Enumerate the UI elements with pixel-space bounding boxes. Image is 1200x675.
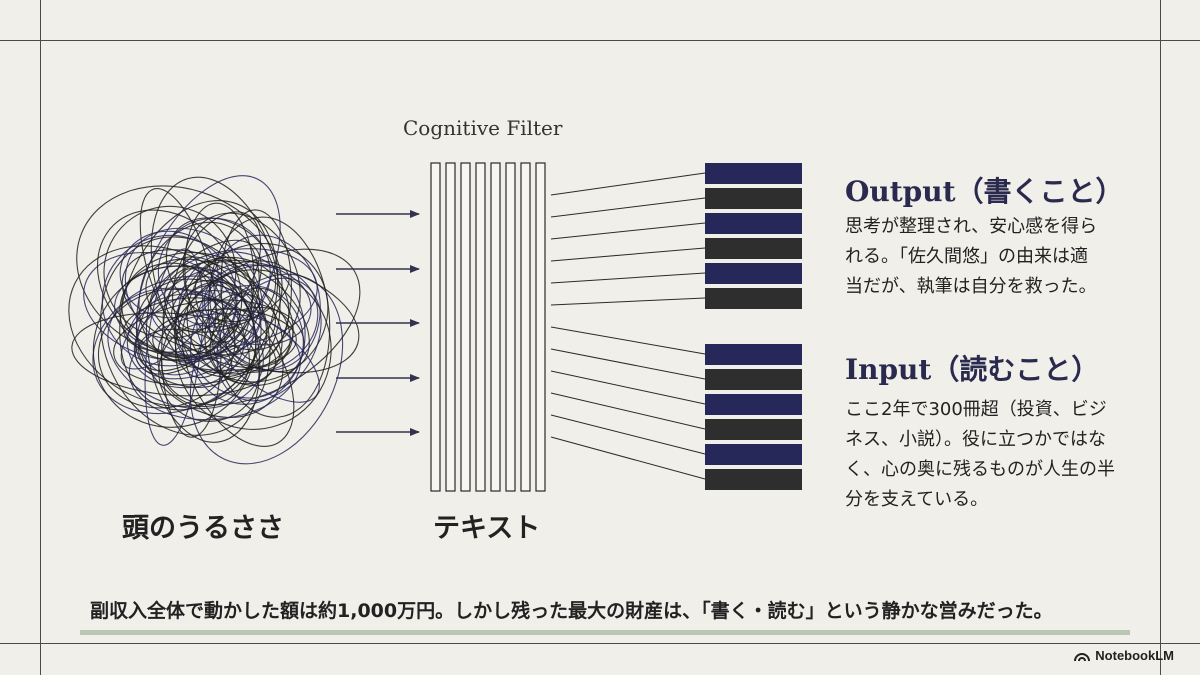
fan-line: [550, 272, 706, 284]
fan-line: [550, 392, 706, 430]
filter-bar: [520, 162, 531, 492]
input-block: [705, 369, 802, 390]
fan-line: [550, 197, 706, 218]
frame-line-right: [1160, 0, 1161, 675]
scribble-loop: [92, 265, 257, 428]
caption: 副収入全体で動かした額は約1,000万円。しかし残った最大の財産は、「書く・読む…: [90, 600, 1053, 622]
input-arrows: [336, 210, 420, 436]
input-block: [705, 394, 802, 415]
scribble-loop: [96, 209, 243, 356]
output-line: れる。「佐久間悠」の由来は適: [845, 246, 1088, 267]
scribble-loop: [181, 298, 295, 447]
tangled-thoughts-scribble: [68, 175, 361, 465]
input-blocks: [705, 344, 802, 490]
scribble-loop: [174, 269, 332, 430]
input-line: ネス、小説）。役に立つかではな: [845, 429, 1106, 450]
output-blocks: [705, 163, 802, 309]
output-line: 当だが、執筆は自分を救った。: [845, 276, 1097, 297]
output-line: 思考が整理され、安心感を得ら: [845, 216, 1098, 237]
input-line: 分を支えている。: [845, 489, 989, 510]
scribble-loop: [157, 309, 250, 408]
scribble-loop: [203, 264, 312, 346]
frame-line-top: [0, 40, 1200, 41]
scribble-loop: [189, 273, 344, 465]
output-heading: Output（書くこと）: [845, 175, 1124, 208]
caption-underline: [80, 630, 1130, 635]
scribble-loop: [133, 290, 255, 380]
output-block: [705, 238, 802, 259]
frame-line-bottom: [0, 643, 1200, 644]
scribble-loop: [160, 248, 361, 406]
fan-line: [550, 414, 706, 455]
output-block: [705, 188, 802, 209]
filter-bar: [430, 162, 441, 492]
input-line: ここ2年で300冊超（投資、ビジ: [845, 399, 1107, 420]
fan-line: [550, 326, 706, 355]
scribble-loop: [139, 187, 217, 347]
fan-line: [550, 370, 706, 405]
input-block: [705, 344, 802, 365]
scribble-loop: [152, 308, 297, 371]
scribble-loop: [97, 288, 236, 409]
middle-label: テキスト: [433, 513, 541, 544]
fan-line: [550, 436, 706, 480]
output-block: [705, 288, 802, 309]
filter-output-lines: [550, 172, 706, 480]
scribble-loop: [101, 234, 238, 367]
notebooklm-logo: NotebookLM: [1074, 648, 1174, 663]
scribble-loop: [128, 313, 301, 421]
filter-title: Cognitive Filter: [403, 116, 563, 140]
input-block: [705, 444, 802, 465]
scribble-loop: [177, 251, 306, 399]
notebooklm-icon: [1074, 652, 1091, 661]
scribble-loop: [220, 209, 292, 362]
filter-bar: [460, 162, 471, 492]
scribble-loop: [144, 248, 204, 446]
filter-bar: [475, 162, 486, 492]
scribble-loop: [107, 287, 264, 410]
fan-line: [550, 222, 706, 240]
filter-bar: [490, 162, 501, 492]
scribble-loop: [184, 202, 255, 343]
scribble-loop: [119, 199, 279, 411]
input-line: く、心の奥に残るものが人生の半: [845, 459, 1115, 480]
output-block: [705, 213, 802, 234]
logo-text: NotebookLM: [1095, 648, 1174, 663]
input-block: [705, 419, 802, 440]
fan-line: [550, 172, 706, 196]
scribble-loop: [145, 256, 261, 443]
cognitive-filter-bars: [430, 162, 546, 492]
input-heading: Input（読むこと）: [845, 353, 1100, 386]
output-block: [705, 163, 802, 184]
filter-bar: [445, 162, 456, 492]
input-block: [705, 469, 802, 490]
output-block: [705, 263, 802, 284]
fan-line: [550, 297, 706, 306]
filter-bar: [505, 162, 516, 492]
left-label: 頭のうるささ: [122, 513, 284, 544]
scribble-loop: [121, 249, 276, 356]
scribble-loop: [163, 259, 360, 374]
scribble-loop: [124, 227, 264, 360]
filter-bar: [535, 162, 546, 492]
scribble-loop: [119, 262, 224, 361]
fan-line: [550, 247, 706, 262]
frame-line-left: [40, 0, 41, 675]
output-description: 思考が整理され、安心感を得ら れる。「佐久間悠」の由来は適 当だが、執筆は自分を…: [845, 212, 1155, 302]
fan-line: [550, 348, 706, 380]
input-description: ここ2年で300冊超（投資、ビジ ネス、小説）。役に立つかではな く、心の奥に残…: [845, 395, 1155, 515]
scribble-loop: [100, 236, 271, 436]
